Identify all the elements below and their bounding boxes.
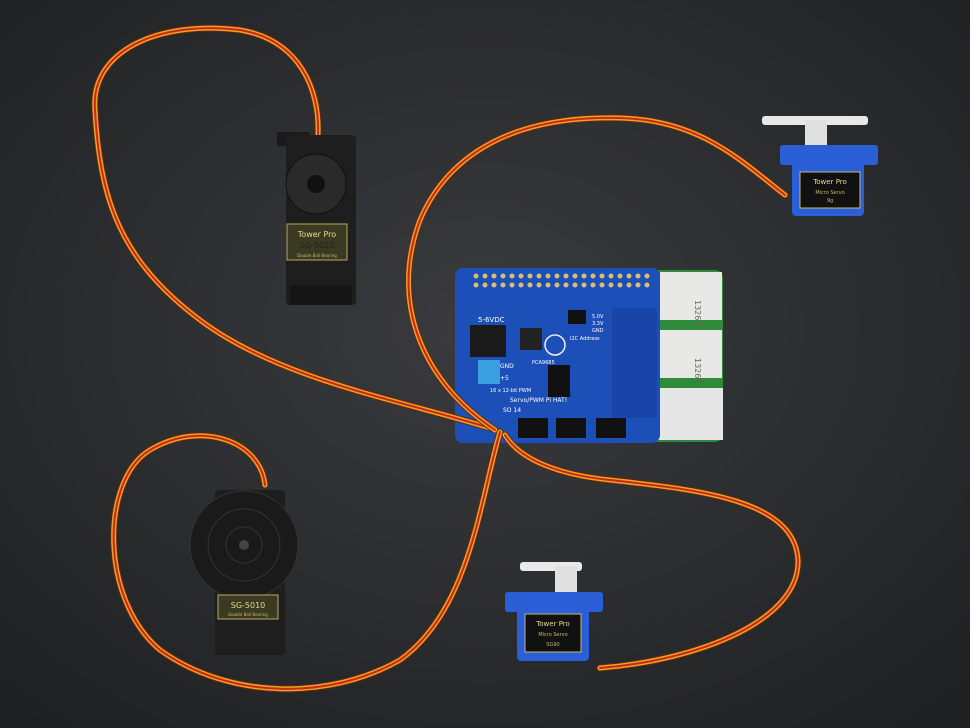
dc-jack bbox=[470, 325, 506, 357]
gpio-pin bbox=[572, 282, 578, 288]
micro-servo-bottom: Tower Pro Micro Servo SG90 bbox=[505, 562, 603, 661]
gpio-pin bbox=[581, 282, 587, 288]
gpio-pin bbox=[491, 282, 497, 288]
gpio-pin bbox=[563, 282, 569, 288]
servo-wires bbox=[91, 24, 802, 693]
gpio-pin bbox=[590, 282, 596, 288]
gpio-pin bbox=[500, 273, 506, 279]
eeprom-chip bbox=[568, 310, 586, 324]
gpio-pin bbox=[518, 273, 524, 279]
gpio-pin bbox=[635, 273, 641, 279]
ethernet-port-icon bbox=[655, 388, 723, 440]
svg-text:SG90: SG90 bbox=[546, 642, 559, 648]
gpio-pin bbox=[599, 273, 605, 279]
svg-text:GND: GND bbox=[592, 328, 604, 334]
svg-text:Tower Pro: Tower Pro bbox=[812, 178, 847, 186]
svg-text:Servo/PWM Pi HAT!: Servo/PWM Pi HAT! bbox=[510, 397, 567, 404]
capacitor bbox=[544, 334, 566, 356]
gpio-pin bbox=[536, 282, 542, 288]
svg-text:13263: 13263 bbox=[693, 300, 702, 325]
gpio-pin bbox=[617, 273, 623, 279]
gpio-pin bbox=[581, 273, 587, 279]
micro-servo-top: Tower Pro Micro Servo 9g bbox=[762, 116, 878, 216]
gpio-pin bbox=[599, 282, 605, 288]
gpio-pin bbox=[590, 273, 596, 279]
svg-text:13263: 13263 bbox=[693, 358, 702, 383]
servo-header bbox=[518, 418, 548, 438]
svg-text:GND: GND bbox=[500, 363, 514, 370]
gpio-pin bbox=[644, 282, 650, 288]
gpio-pin bbox=[482, 282, 488, 288]
svg-text:16 x 12-bit PWM: 16 x 12-bit PWM bbox=[490, 388, 531, 394]
gpio-pin bbox=[473, 282, 479, 288]
servo-cable bbox=[112, 431, 501, 690]
gpio-pin bbox=[545, 273, 551, 279]
regulator bbox=[520, 328, 542, 350]
svg-text:Tower Pro: Tower Pro bbox=[535, 620, 570, 628]
gpio-pin bbox=[608, 282, 614, 288]
pca9685-chip bbox=[548, 365, 570, 397]
servo-pwm-hat: 5-6VDC GND +5 PCA9685 I2C Address 16 x 1… bbox=[455, 268, 660, 443]
svg-text:SO 14: SO 14 bbox=[503, 407, 521, 414]
gpio-pin bbox=[527, 273, 533, 279]
svg-text:SG-5010: SG-5010 bbox=[231, 601, 266, 610]
gpio-pin bbox=[473, 273, 479, 279]
gpio-pin bbox=[617, 282, 623, 288]
svg-text:Micro Servo: Micro Servo bbox=[538, 632, 567, 638]
servo-header bbox=[556, 418, 586, 438]
gpio-pin bbox=[527, 282, 533, 288]
gpio-pin bbox=[554, 273, 560, 279]
servo-header bbox=[596, 418, 626, 438]
gpio-pin bbox=[644, 273, 650, 279]
gpio-pin bbox=[554, 282, 560, 288]
gpio-pin bbox=[518, 282, 524, 288]
svg-text:+5: +5 bbox=[500, 375, 509, 382]
svg-text:9g: 9g bbox=[827, 198, 833, 204]
svg-text:5.0V: 5.0V bbox=[592, 314, 604, 320]
gpio-pin bbox=[545, 282, 551, 288]
gpio-pin bbox=[491, 273, 497, 279]
gpio-pin bbox=[626, 273, 632, 279]
large-servo-top: Tower Pro SG-5010 Double Ball Bearing bbox=[277, 132, 356, 305]
gpio-pin bbox=[509, 273, 515, 279]
svg-text:I2C Address: I2C Address bbox=[570, 336, 600, 342]
svg-text:SG-5010: SG-5010 bbox=[300, 241, 335, 250]
servo-cable bbox=[504, 434, 800, 669]
servo-cable bbox=[93, 27, 491, 429]
svg-text:Double Ball Bearing: Double Ball Bearing bbox=[228, 612, 268, 617]
svg-text:Micro Servo: Micro Servo bbox=[815, 190, 844, 196]
gpio-pin bbox=[482, 273, 488, 279]
svg-text:3.3V: 3.3V bbox=[592, 321, 604, 327]
svg-text:Double Ball Bearing: Double Ball Bearing bbox=[297, 253, 337, 258]
servo-cable bbox=[407, 116, 786, 431]
gpio-pin bbox=[563, 273, 569, 279]
svg-text:PCA9685: PCA9685 bbox=[532, 360, 555, 366]
gpio-pin bbox=[608, 273, 614, 279]
gpio-pin bbox=[635, 282, 641, 288]
large-servo-bottom: SG-5010 Double Ball Bearing bbox=[189, 490, 299, 655]
gpio-pin bbox=[572, 273, 578, 279]
proto-area bbox=[612, 308, 657, 418]
svg-text:Tower Pro: Tower Pro bbox=[297, 230, 337, 239]
usb-port-icon bbox=[660, 330, 722, 378]
gpio-pin bbox=[509, 282, 515, 288]
svg-text:5-6VDC: 5-6VDC bbox=[478, 316, 505, 324]
gpio-pin bbox=[536, 273, 542, 279]
usb-port-icon bbox=[660, 272, 722, 320]
terminal-block bbox=[478, 360, 500, 384]
gpio-pin bbox=[500, 282, 506, 288]
gpio-pin bbox=[626, 282, 632, 288]
